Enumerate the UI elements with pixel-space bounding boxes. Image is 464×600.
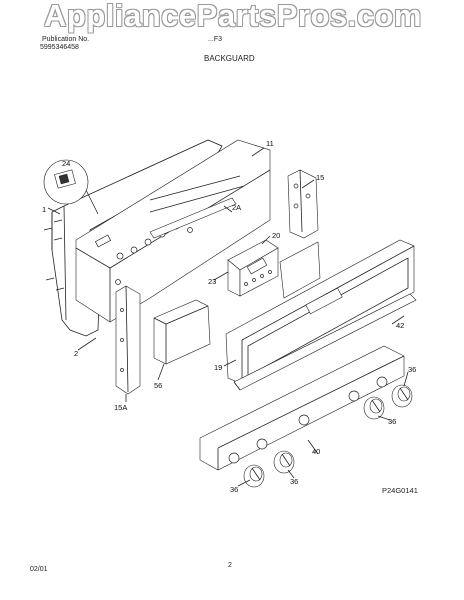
callout-19: 19	[214, 363, 222, 372]
control-board-part-20	[227, 239, 279, 297]
callout-2a: 2A	[232, 203, 241, 212]
backguard-panel-part-11	[75, 139, 271, 323]
mounting-plate	[279, 241, 321, 299]
knob-part-36-upper	[391, 384, 413, 408]
right-bracket-part-15	[287, 169, 319, 239]
callout-40: 40	[312, 447, 320, 456]
knob-part-36-middle	[363, 396, 385, 420]
callout-36-middle: 36	[388, 417, 396, 426]
publication-number: 5995346458	[40, 44, 79, 51]
callout-15: 15	[316, 173, 324, 182]
section-title: BACKGUARD	[204, 54, 255, 63]
trim-part-42	[233, 293, 417, 391]
callout-11: 11	[266, 139, 274, 148]
callout-36-lower-right: 36	[290, 477, 298, 486]
knob-part-36-lower-right	[273, 450, 295, 474]
callout-42: 42	[396, 321, 404, 330]
callout-36-upper: 36	[408, 365, 416, 374]
publication-label: Publication No.	[42, 36, 90, 43]
footer-date: 02/01	[30, 566, 48, 573]
callout-15a: 15A	[114, 403, 127, 412]
panel-part-56	[153, 299, 211, 365]
callout-1: 1	[42, 205, 46, 214]
callout-20: 20	[272, 231, 280, 240]
switch-part-24	[43, 159, 99, 215]
callout-2: 2	[74, 349, 78, 358]
leader-lines	[47, 147, 409, 487]
bracket-part-2a	[149, 197, 237, 239]
figure-code: P24G0141	[382, 486, 418, 495]
callout-56: 56	[154, 381, 162, 390]
model-number: ...F3	[208, 36, 223, 43]
control-panel-part-19	[225, 239, 415, 385]
vertical-bracket-part-15a	[115, 285, 141, 395]
callout-23: 23	[208, 277, 216, 286]
callout-36-lower-left: 36	[230, 485, 238, 494]
knob-part-36-lower-left	[243, 464, 265, 488]
manifold-panel-part-40	[199, 345, 405, 471]
callout-24: 24	[62, 159, 70, 168]
page-number: 2	[228, 562, 232, 569]
